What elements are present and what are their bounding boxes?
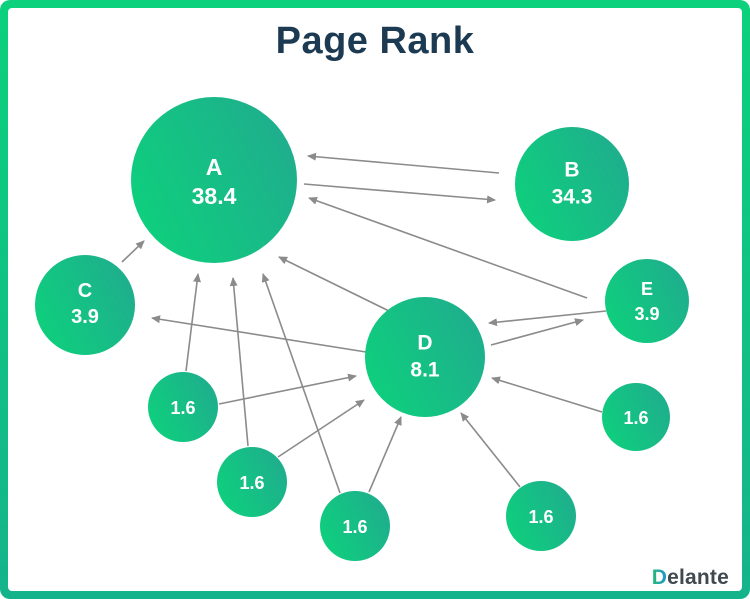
node-s1: 1.6 <box>148 372 218 442</box>
delante-logo-d: D <box>651 566 668 589</box>
node-D-letter: D <box>417 332 432 355</box>
edges-layer <box>121 152 607 494</box>
node-C: C 3.9 <box>35 255 135 355</box>
node-s1-circle <box>148 372 218 442</box>
node-E-letter: E <box>641 279 653 299</box>
nodes-layer: A 38.4 B 34.3C 3.9D 8.1 E 3.9 1.6 1.6 1.6 1.6 1.6 <box>35 97 689 561</box>
node-s3: 1.6 <box>320 491 390 561</box>
node-B-circle <box>515 127 629 241</box>
node-A: A 38.4 <box>131 97 297 263</box>
edge-s1-to-D <box>218 373 357 405</box>
edge-E-to-A <box>308 196 588 299</box>
node-A-letter: A <box>206 154 223 180</box>
node-B-letter: B <box>564 159 579 182</box>
edge-s3-to-A <box>261 273 341 494</box>
edge-s1-to-A <box>185 273 201 372</box>
delante-logo-rest: elante <box>667 566 729 589</box>
edge-C-to-A <box>121 240 145 263</box>
node-s2: 1.6 <box>217 447 287 517</box>
node-s4-value: 1.6 <box>528 507 553 527</box>
node-C-circle <box>35 255 135 355</box>
node-s5-value: 1.6 <box>623 408 648 428</box>
edge-A-to-B <box>303 183 496 204</box>
node-s2-circle <box>217 447 287 517</box>
node-E: E 3.9 <box>605 259 689 343</box>
node-C-letter: C <box>78 280 92 302</box>
node-s4-circle <box>506 481 576 551</box>
node-E-value: 3.9 <box>634 304 659 324</box>
edge-B-to-A <box>307 152 500 174</box>
node-A-circle <box>131 97 297 263</box>
edge-s5-to-D <box>491 376 603 413</box>
node-s4: 1.6 <box>506 481 576 551</box>
edge-s2-to-D <box>277 399 365 458</box>
edge-D-to-E <box>490 318 584 346</box>
node-E-circle <box>605 259 689 343</box>
node-s1-value: 1.6 <box>170 398 195 418</box>
node-D-value: 8.1 <box>410 359 440 382</box>
node-s5-circle <box>602 383 670 451</box>
edge-s3-to-D <box>368 416 402 493</box>
edge-D-to-C <box>151 315 367 353</box>
edge-E-to-D <box>488 310 607 327</box>
node-s2-value: 1.6 <box>239 473 264 493</box>
page-title: Page Rank <box>275 20 475 62</box>
edge-s4-to-D <box>460 412 521 488</box>
node-s3-value: 1.6 <box>342 517 367 537</box>
delante-logo: Delante <box>652 566 729 590</box>
node-C-value: 3.9 <box>71 306 99 328</box>
node-B: B 34.3 <box>515 127 629 241</box>
node-D: D 8.1 <box>365 297 485 417</box>
edge-s2-to-A <box>229 277 249 447</box>
node-D-circle <box>365 297 485 417</box>
node-A-value: 38.4 <box>192 183 237 209</box>
node-s3-circle <box>320 491 390 561</box>
node-B-value: 34.3 <box>552 186 593 209</box>
node-s5: 1.6 <box>602 383 670 451</box>
edge-D-to-A <box>278 256 390 312</box>
